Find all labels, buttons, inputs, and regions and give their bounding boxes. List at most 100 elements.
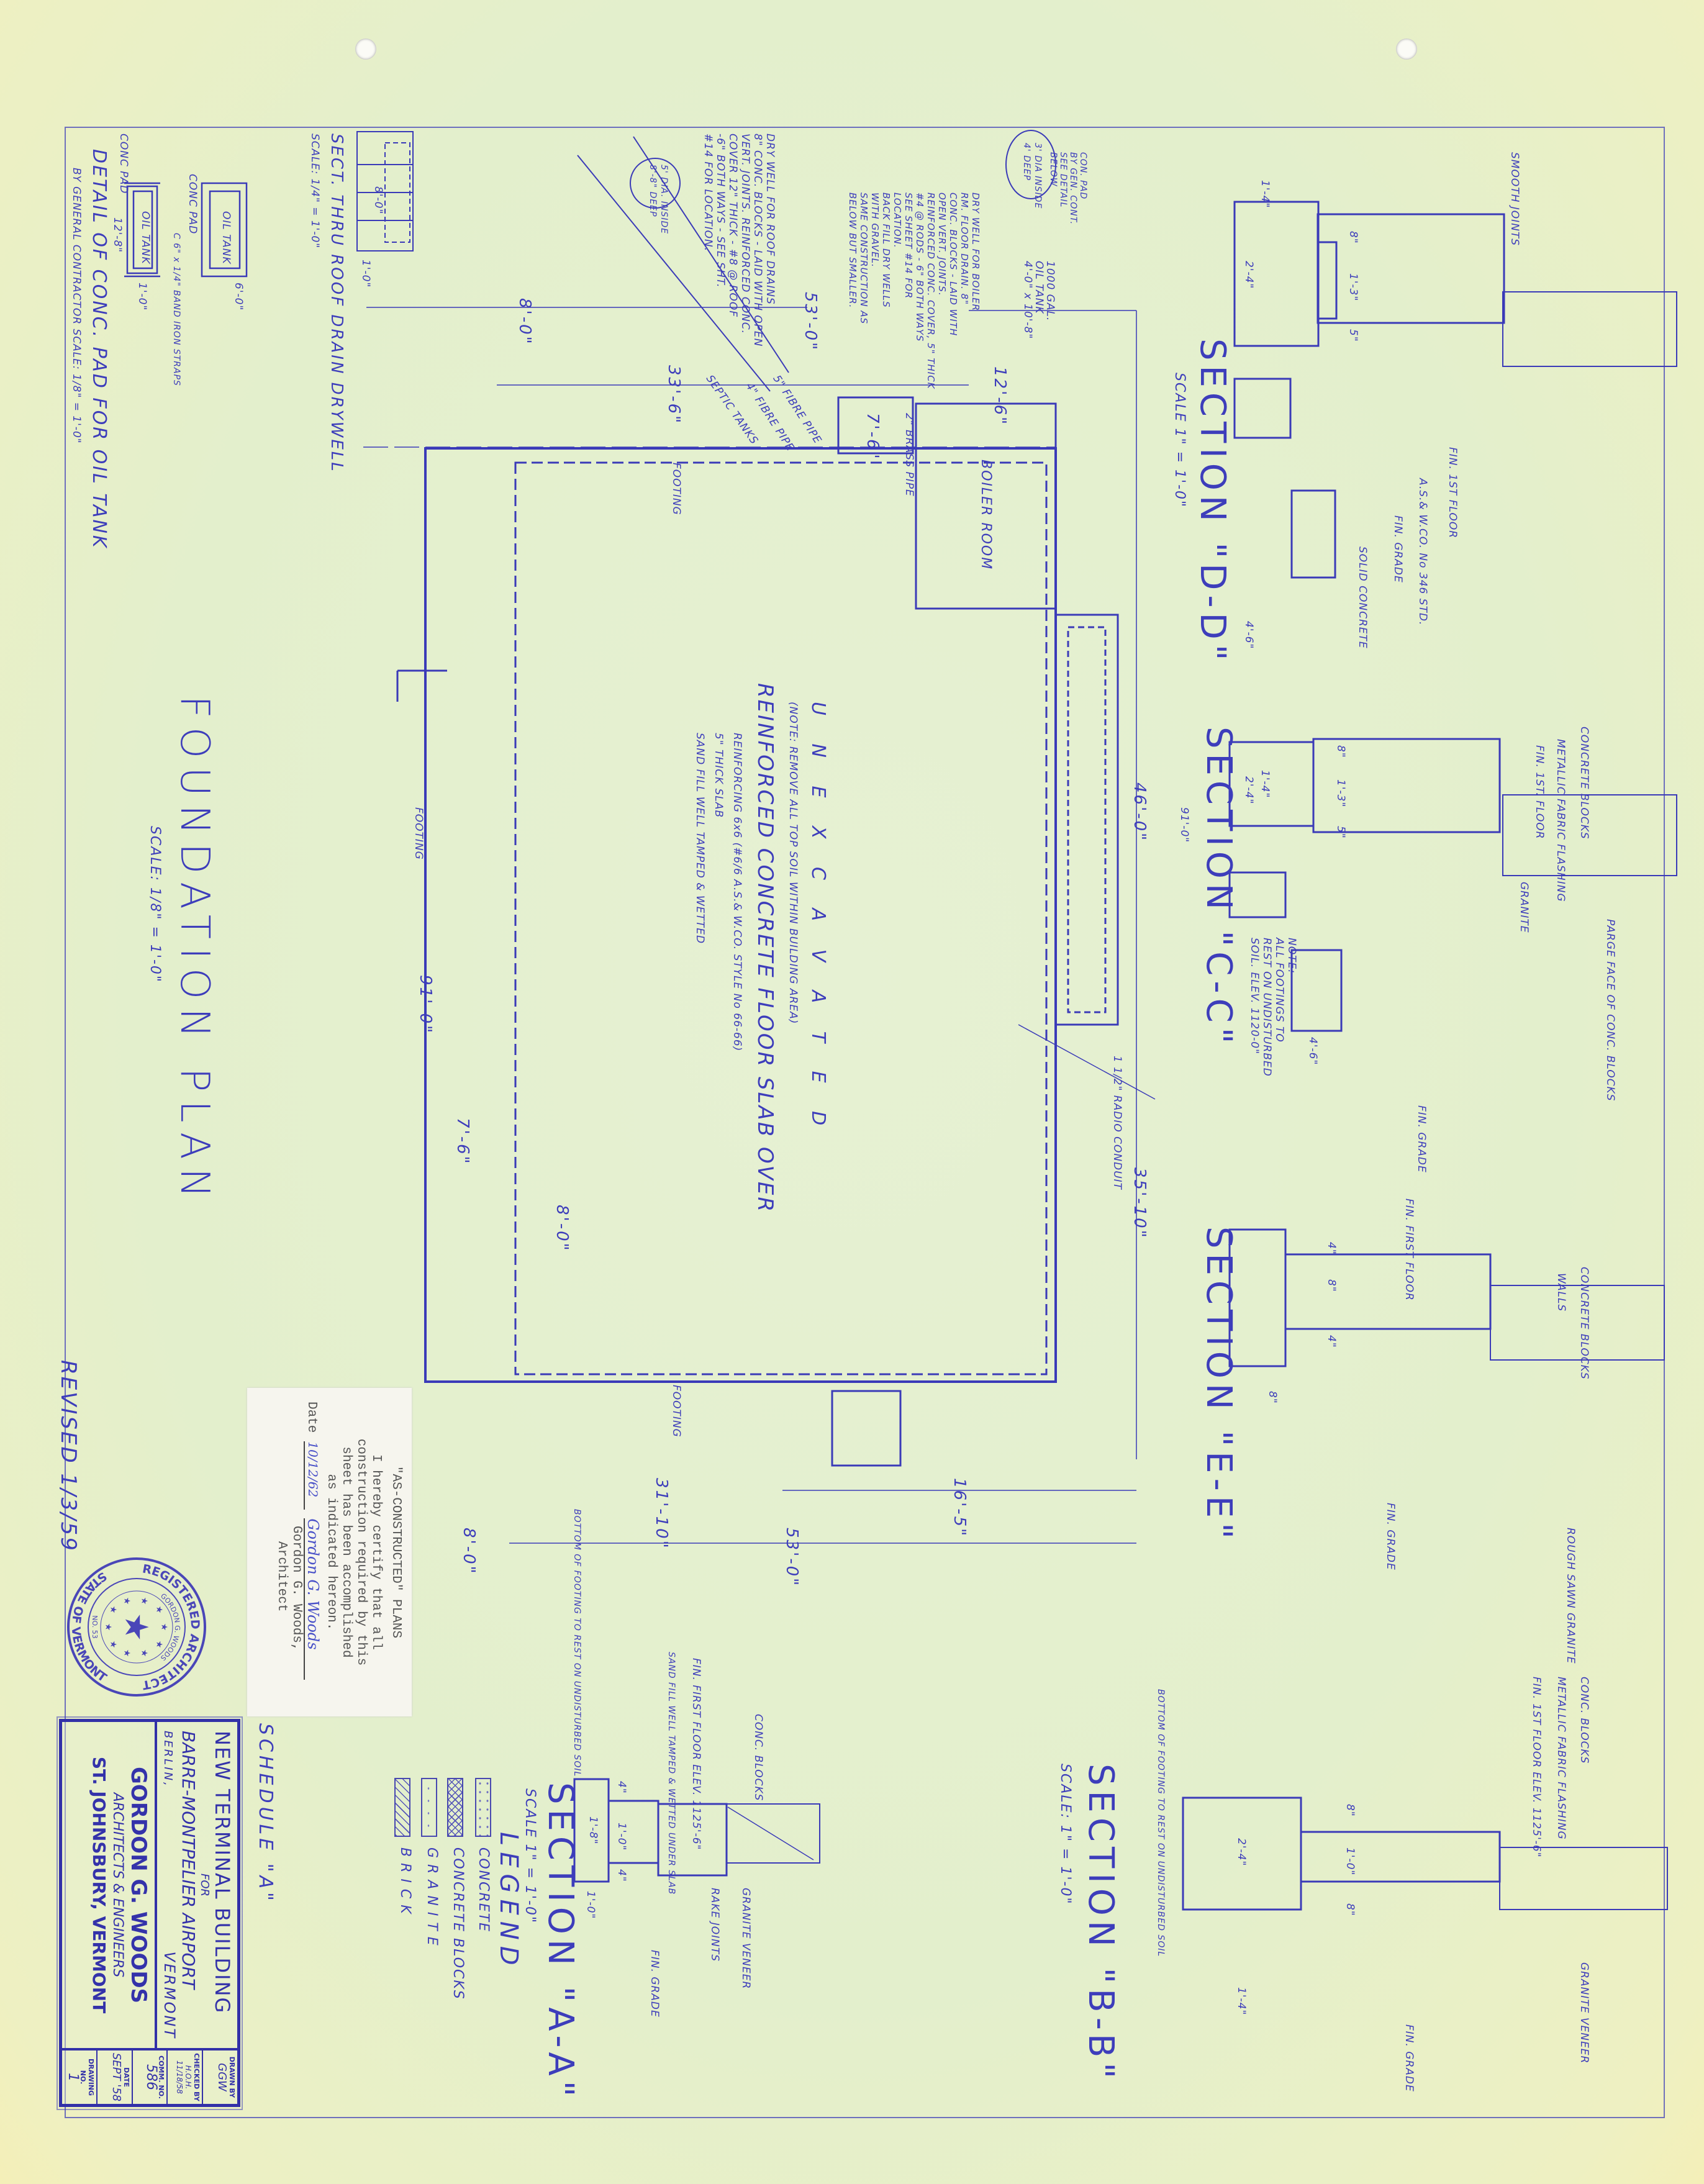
- dimension: 31'-10": [652, 1478, 671, 1550]
- section-b-b-scale: SCALE: 1" = 1'-0": [1058, 1764, 1073, 1905]
- footing-label: FOOTING: [670, 463, 682, 515]
- section-note: CONC. BLOCKS: [1578, 1677, 1590, 1764]
- punch-hole: [355, 39, 376, 60]
- legend-label: CONCRETE: [476, 1847, 491, 1933]
- dimension: 8'-0": [460, 1528, 478, 1575]
- section-dim: 4": [1325, 1335, 1338, 1348]
- section-dim: 8": [1347, 231, 1359, 244]
- legend-title: LEGEND: [494, 1832, 523, 1972]
- boiler-room-label: BOILER ROOM: [978, 460, 994, 571]
- drywell-detail-title: SECT. THRU ROOF DRAIN DRYWELL: [327, 134, 346, 473]
- section-b-b-title: SECTION "B-B": [1081, 1764, 1121, 2084]
- punch-hole: [1396, 39, 1417, 60]
- section-note: METALLIC FABRIC FLASHING: [1554, 739, 1567, 902]
- unexcavated-note: (NOTE: REMOVE ALL TOP SOIL WITHIN BUILDI…: [787, 702, 799, 1025]
- plan-title: FOUNDATION PLAN: [171, 696, 217, 1207]
- conc-pad-label: CONC PAD: [117, 134, 130, 194]
- architect-seal: REGISTERED ARCHITECT STATE OF VERMONT GO…: [67, 1557, 206, 1697]
- section-note: BOTTOM OF FOOTING TO REST ON UNDISTURBED…: [572, 1509, 582, 1777]
- legend-label: CONCRETE BLOCKS: [450, 1847, 466, 2000]
- section-d-d-title: SECTION "D-D": [1192, 338, 1233, 666]
- section-dim: 1'-8": [587, 1816, 599, 1845]
- oil-tank-pad: [837, 396, 914, 455]
- conduit-label: 1 1/2" RADIO CONDUIT: [1111, 1056, 1123, 1190]
- section-dim: 1'-4": [1235, 1987, 1248, 2016]
- section-note: FIN. FIRST FLOOR: [1403, 1198, 1415, 1301]
- section-note: FIN. 1ST FLOOR: [1446, 447, 1459, 539]
- section-b-b-drawing: [1182, 1797, 1668, 1911]
- oil-tank-label: OIL TANK: [220, 211, 232, 265]
- project-state: VERMONT: [161, 1951, 179, 2039]
- section-a-a-scale: SCALE 1" = 1'-0": [522, 1788, 538, 1924]
- svg-text:★: ★: [108, 1641, 118, 1649]
- date-label: Date: [304, 1402, 319, 1433]
- section-dim: 8": [1266, 1391, 1279, 1404]
- section-note: FIN. GRADE: [648, 1950, 661, 2018]
- dimension: 33'-6": [664, 365, 683, 425]
- architect-signature: Gordon G. Woods: [304, 1518, 322, 1680]
- certificate-heading: "AS-CONSTRUCTED" PLANS: [389, 1466, 403, 1639]
- dimension: 8'-0": [553, 1205, 571, 1253]
- section-d-d-drawing: [1233, 201, 1677, 579]
- project-title: NEW TERMINAL BUILDING: [211, 1731, 234, 2014]
- architect-name: Gordon G. Woods,: [289, 1526, 304, 1651]
- section-dim: 1'-3": [1335, 779, 1347, 808]
- section-d-d-scale: SCALE 1" = 1'-0": [1172, 373, 1187, 509]
- section-e-e-drawing: [1228, 1228, 1665, 1367]
- section-dim: 4'-6": [1307, 1037, 1319, 1066]
- legend-swatch-granite: [421, 1778, 437, 1837]
- section-dim: 8": [1344, 1804, 1356, 1817]
- svg-text:★: ★: [122, 1597, 132, 1605]
- unexcavated-label: U N E X C A V A T E D: [807, 702, 829, 1137]
- section-dim: 4": [1325, 1242, 1338, 1255]
- section-note: FIN. 1ST FLOOR ELEV. 1125'-6": [1530, 1677, 1543, 1858]
- svg-text:★: ★: [139, 1649, 149, 1657]
- section-c-c-title: SECTION "C-C": [1199, 727, 1239, 1049]
- section-note: PARGE FACE OF CONC. BLOCKS: [1604, 919, 1616, 1102]
- drawing-no-cell: DRAWING NO.1: [65, 2058, 95, 2096]
- section-dim: 5": [1335, 826, 1347, 839]
- dimension: 16'-5": [950, 1478, 969, 1538]
- certificate-line: as indicated hereon.: [324, 1474, 338, 1631]
- section-note: CONC. BLOCKS: [752, 1714, 764, 1801]
- dimension: 46'-0": [1130, 782, 1149, 843]
- section-note: METALLIC FABRIC FLASHING: [1555, 1677, 1567, 1840]
- comm-no-cell: COMM. NO.586: [131, 2050, 167, 2104]
- section-dim: 4'-6": [1243, 621, 1255, 650]
- section-note: FIN. GRADE: [1415, 1105, 1428, 1173]
- date-value: 10/12/62: [304, 1441, 321, 1510]
- legend-swatch-concrete-blocks: [447, 1778, 463, 1837]
- section-note: SMOOTH JOINTS: [1508, 152, 1521, 247]
- section-dim: 8": [1335, 745, 1347, 758]
- section-dim: 2'-4": [1235, 1838, 1248, 1867]
- section-dim: 8": [1325, 1279, 1338, 1292]
- conc-pad-label: CONC PAD: [186, 174, 199, 235]
- section-note: RAKE JOINTS: [709, 1888, 721, 1962]
- oil-tank-label: OIL TANK: [139, 211, 152, 265]
- project-for: FOR: [198, 1873, 212, 1897]
- oil-tank-pad-south: [831, 1390, 902, 1467]
- plan-scale: SCALE: 1/8" = 1'-0": [147, 826, 163, 983]
- svg-text:★: ★: [103, 1623, 113, 1631]
- certificate-line: construction required by this: [354, 1438, 368, 1666]
- title-block: NEW TERMINAL BUILDING FOR BARRE-MONTPELI…: [59, 1719, 240, 2107]
- firm-name: GORDON G. WOODS: [125, 1766, 151, 2004]
- band-iron-label: C 6" x 1/4" BAND IRON STRAPS: [171, 233, 181, 386]
- dimension: 91'-0": [416, 975, 435, 1035]
- oil-pad-detail-subtitle: BY GENERAL CONTRACTOR SCALE: 1/8" = 1'-0…: [70, 168, 83, 444]
- star-icon: ★: [117, 1613, 155, 1642]
- drywell-section: [356, 131, 414, 251]
- section-dim: 1'-4": [1259, 770, 1271, 799]
- project-client: BARRE-MONTPELIER AIRPORT: [178, 1731, 199, 1990]
- section-note: ROUGH SAWN GRANITE: [1564, 1528, 1577, 1664]
- slab-line: REINFORCING 6x6 (#6/6 A.S.& W.CO. STYLE …: [731, 733, 743, 1052]
- section-note: FIN. GRADE: [1384, 1503, 1397, 1570]
- dimension: 6'-0": [232, 283, 245, 311]
- section-note: GRANITE: [1518, 882, 1530, 933]
